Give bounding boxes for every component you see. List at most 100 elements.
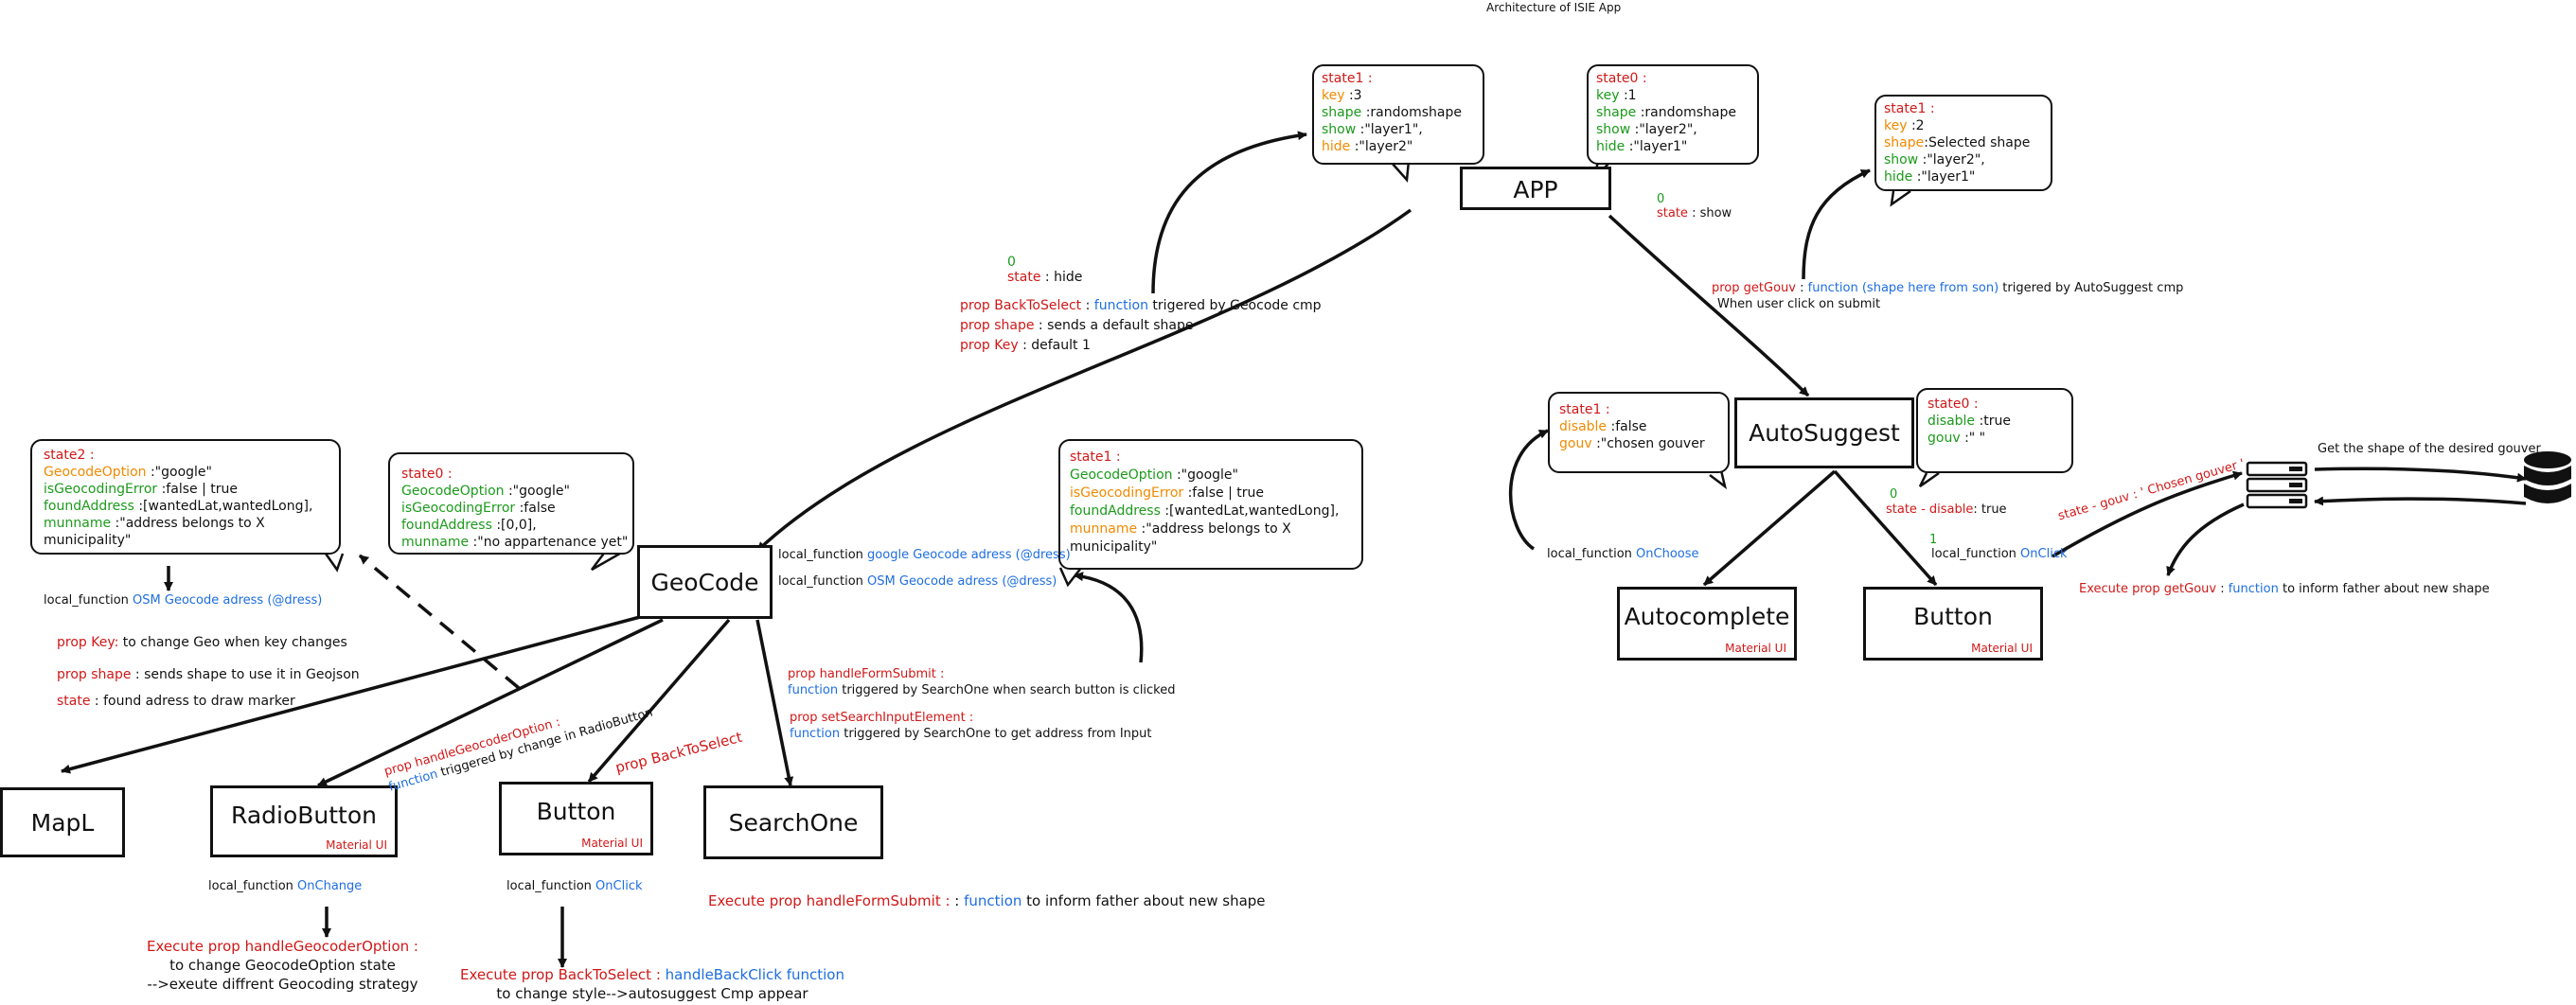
bubble-key: gouv — [1928, 431, 1961, 446]
node-autosuggest-label: AutoSuggest — [1749, 419, 1900, 447]
edge-geocode-searchone — [755, 619, 794, 786]
bubble-row: isGeocodingError :false — [401, 500, 621, 517]
node-app: APP — [1460, 167, 1611, 210]
bubble-row: state0 : — [1928, 396, 2062, 413]
bubble-geocode-state2: state2 :GeocodeOption :"google"isGeocodi… — [30, 439, 341, 555]
bubble-row: municipality" — [44, 532, 328, 549]
bubble-row: foundAddress :[wantedLat,wantedLong], — [44, 498, 328, 515]
bubble-row: show :"layer1", — [1322, 121, 1475, 138]
bubble-key: state0 : — [1596, 71, 1647, 86]
geo-prop-key: prop Key: to change Geo when key changes — [57, 635, 347, 650]
local-onchoose: local_function OnChoose — [1547, 547, 1699, 561]
exec-getgouv: Execute prop getGouv : function to infor… — [2079, 582, 2490, 596]
bubble-value: :"google" — [1172, 467, 1238, 483]
bubble-geocode-state0: state0 :GeocodeOption :"google"isGeocodi… — [388, 452, 634, 555]
bubble-key: munname — [1070, 521, 1138, 537]
bubble-value: municipality" — [44, 533, 132, 548]
bubble-key: munname — [401, 535, 470, 550]
node-searchone-label: SearchOne — [728, 809, 859, 837]
loop-geo-right — [1074, 572, 1144, 663]
get-shape-label: Get the shape of the desired gouver — [2318, 442, 2541, 456]
bubble-key: isGeocodingError — [1070, 485, 1184, 501]
bubble-row: state0 : — [1596, 70, 1750, 87]
bubble-value: :Selected shape — [1924, 135, 2031, 150]
bubble-row: foundAddress :[wantedLat,wantedLong], — [1070, 502, 1352, 520]
prop-set-search-input: prop setSearchInputElement : function tr… — [790, 711, 1152, 741]
bubble-row: key :2 — [1884, 117, 2043, 134]
bubble-row: hide :"layer1" — [1596, 138, 1750, 155]
node-button-label: Button — [1913, 603, 1993, 630]
bubble-key: foundAddress — [44, 499, 134, 514]
bubble-key: GeocodeOption — [401, 484, 505, 499]
bubble-key: foundAddress — [401, 518, 492, 533]
bubble-key: state2 : — [44, 448, 95, 463]
edge-geocode-mapl — [61, 615, 641, 774]
app-state-show: state : show — [1657, 206, 1732, 220]
bubble-value: :" " — [1960, 431, 1986, 446]
bubble-key: isGeocodingError — [401, 501, 516, 516]
bubble-row: isGeocodingError :false | true — [1070, 485, 1352, 502]
bubble-value: :"layer2", — [1918, 152, 1985, 168]
bubble-key: show — [1596, 122, 1631, 137]
bubble-row: state1 : — [1322, 70, 1475, 87]
node-mapl: MapL — [0, 787, 125, 857]
bubble-key: foundAddress — [1070, 503, 1161, 519]
local-osm-geocode: local_function OSM Geocode adress (@dres… — [778, 574, 1057, 589]
bubble-row: GeocodeOption :"google" — [1070, 467, 1352, 485]
bubble-row: munname :"no appartenance yet" — [401, 534, 628, 551]
local-onclick-autosuggest: local_function OnClick — [1931, 547, 2068, 561]
bubble-geocode-state1: state1 :GeocodeOption :"google"isGeocodi… — [1058, 439, 1363, 570]
bubble-row: munname :"address belongs to X — [44, 515, 328, 532]
node-button-label: Button — [536, 798, 616, 825]
material-ui-tag: Material UI — [581, 837, 643, 850]
node-geocode-label: GeoCode — [650, 569, 759, 596]
bubble-row: disable :false — [1559, 418, 1718, 435]
bubble-value: :"address belongs to X — [111, 516, 265, 531]
node-button-geocode: Button Material UI — [499, 782, 653, 855]
bubble-value: :"layer2", — [1630, 122, 1697, 137]
node-geocode: GeoCode — [637, 545, 773, 619]
bubble-row: key :1 — [1596, 87, 1750, 104]
bubble-row: state0 : — [401, 466, 621, 483]
bubble-key: disable — [1559, 419, 1608, 434]
bubble-key: hide — [1322, 139, 1351, 154]
edge-server-exec — [2166, 502, 2245, 576]
edge-geocode-state2-dashed — [358, 554, 521, 690]
local-onclick-geocode: local_function OnClick — [506, 879, 643, 893]
bubble-row: GeocodeOption :"google" — [44, 464, 328, 481]
bubble-row: state1 : — [1884, 100, 2043, 117]
bubble-value: :"chosen gouver — [1591, 436, 1705, 451]
bubble-row: munname :"address belongs to X — [1070, 520, 1352, 538]
edge-autosuggest-autocomplete — [1702, 469, 1837, 587]
prop-getgouv: prop getGouv : function (shape here from… — [1712, 281, 2184, 295]
bubble-key: shape — [1884, 135, 1925, 150]
bubble-key: shape — [1596, 105, 1637, 120]
bubble-key: state0 : — [1928, 397, 1979, 412]
bubble-row: municipality" — [1070, 538, 1352, 556]
bubble-value: :"layer1", — [1356, 122, 1423, 137]
bubble-key: key — [1322, 88, 1345, 103]
node-autocomplete: Autocomplete Material UI — [1617, 587, 1797, 661]
edge-button-server — [2052, 470, 2243, 558]
bubble-key: state0 : — [401, 467, 453, 482]
bubble-key: show — [1322, 122, 1357, 137]
app-state-show-num: 0 — [1657, 192, 1665, 206]
bubble-row: shape:Selected shape — [1884, 134, 2043, 151]
bubble-row: foundAddress :[0,0], — [401, 517, 621, 534]
bubble-key: disable — [1928, 414, 1976, 429]
app-state-hide-num: 0 — [1007, 255, 1016, 270]
bubble-row: show :"layer2", — [1884, 151, 2043, 168]
bubble-key: state1 : — [1884, 101, 1935, 116]
bubble-key: key — [1884, 118, 1908, 133]
material-ui-tag: Material UI — [326, 838, 387, 852]
state-disable-num: 0 — [1890, 487, 1898, 502]
bubble-value: municipality" — [1070, 539, 1158, 555]
exec-backtoselect: Execute prop BackToSelect : handleBackCl… — [460, 966, 844, 1002]
edge-autosuggest-button — [1833, 469, 1938, 587]
bubble-value: :3 — [1344, 88, 1362, 103]
bubble-value: :false — [1607, 419, 1647, 434]
bubble-value: :"layer2" — [1350, 139, 1413, 154]
bubble-value: :"google" — [504, 484, 570, 499]
edge-geocode-button — [587, 618, 731, 784]
material-ui-tag: Material UI — [1971, 642, 2033, 655]
